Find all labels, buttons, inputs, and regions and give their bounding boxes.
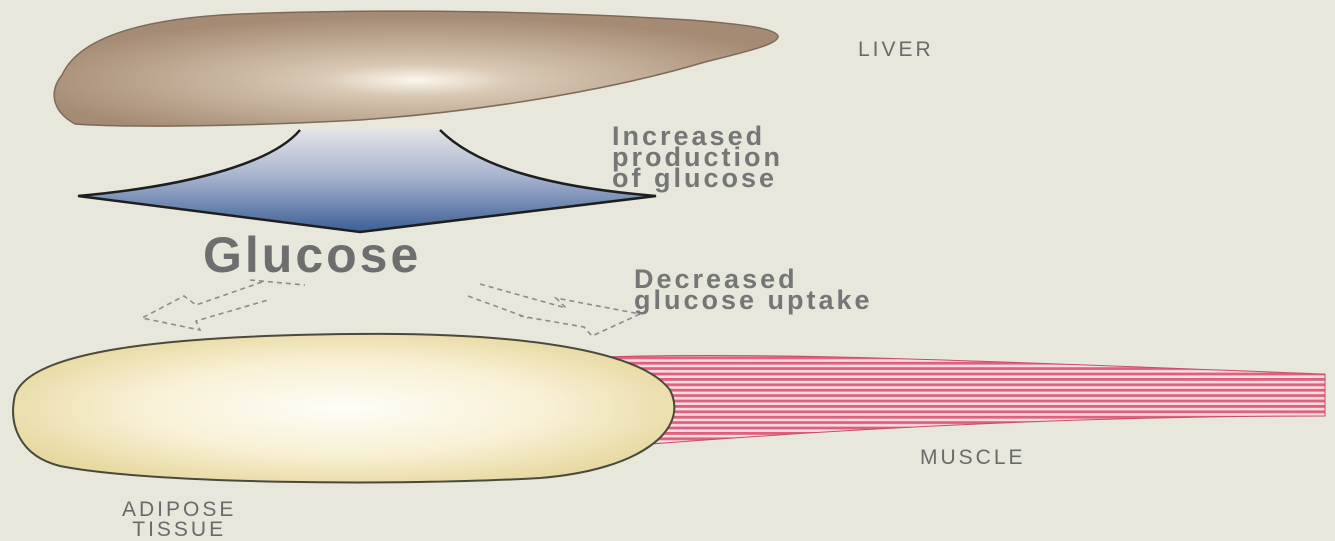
uptake-arrow-right [468, 284, 640, 336]
adipose-label: ADIPOSE TISSUE [122, 500, 236, 540]
muscle-shape [580, 355, 1325, 448]
decreased-uptake-label: Decreased glucose uptake [634, 269, 873, 311]
liver-label: LIVER [858, 38, 934, 62]
increased-production-label: Increased production of glucose [612, 126, 783, 189]
muscle-label: MUSCLE [920, 446, 1026, 470]
uptake-arrow-left [142, 280, 305, 330]
adipose-shape [13, 334, 674, 483]
adipose-line-2: TISSUE [122, 520, 236, 540]
increased-production-line-3: of glucose [612, 168, 783, 189]
glucose-label: Glucose [203, 226, 421, 284]
adipose-line-1: ADIPOSE [122, 500, 236, 520]
production-arrow [78, 130, 656, 232]
liver-shape [54, 11, 778, 126]
decreased-uptake-line-2: glucose uptake [634, 290, 873, 311]
